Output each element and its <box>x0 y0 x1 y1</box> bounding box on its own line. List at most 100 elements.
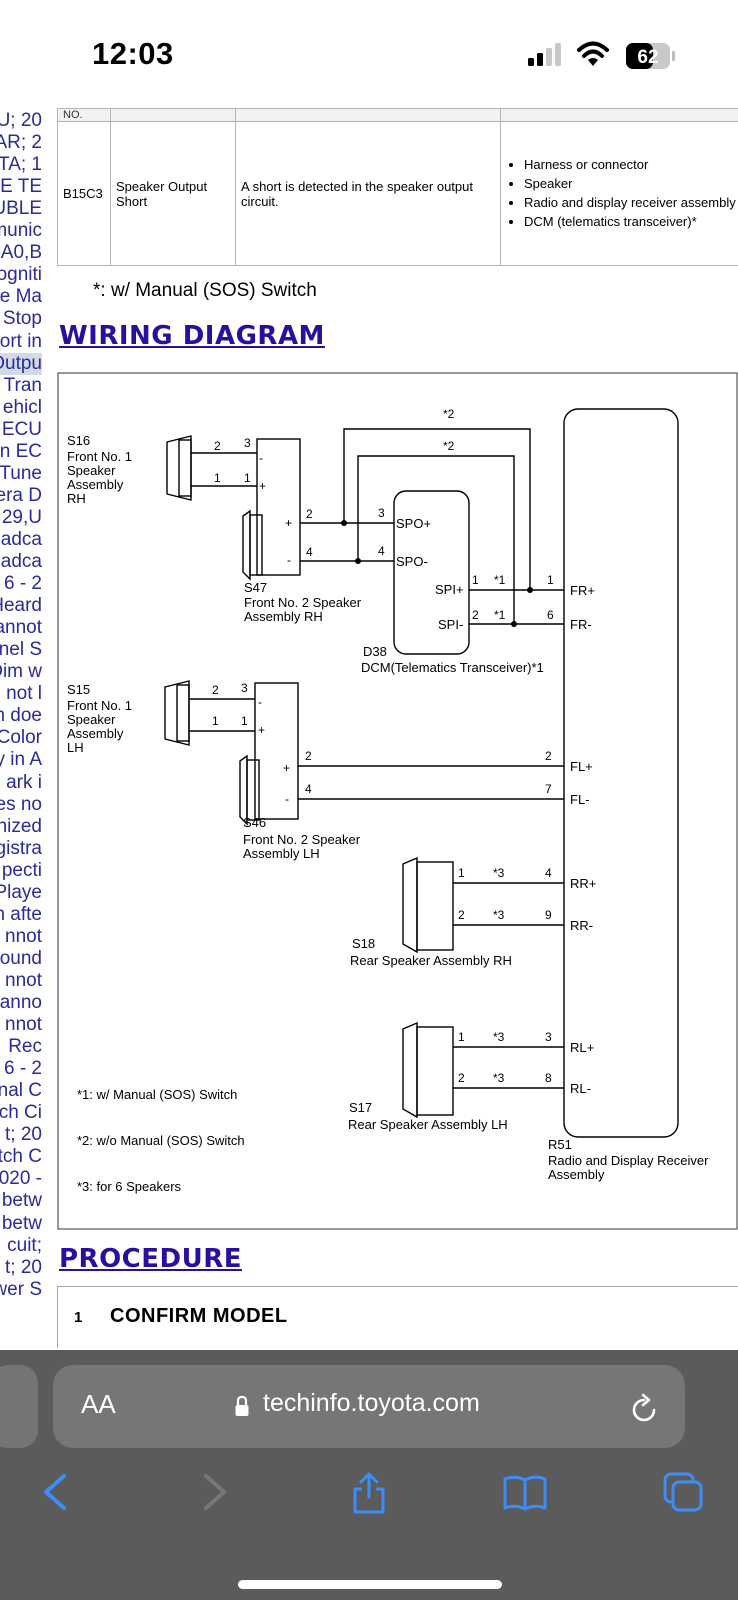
r51-receiver-box <box>563 408 679 1138</box>
sidebar-item[interactable]: nal C <box>0 1080 42 1102</box>
svg-text:4: 4 <box>305 782 312 796</box>
sidebar-item[interactable]: t betw <box>0 1212 42 1234</box>
sidebar-item[interactable]: ch Ci <box>0 1102 42 1124</box>
sidebar-item[interactable]: CU; 20 <box>0 110 42 131</box>
sidebar-item[interactable]: A0,B <box>0 242 42 264</box>
sidebar-item[interactable]: pecti <box>1 859 42 881</box>
wiring-diagram-heading[interactable]: WIRING DIAGRAM <box>59 321 325 351</box>
sidebar-item[interactable]: s Tran <box>0 374 42 396</box>
bookmarks-icon[interactable] <box>503 1470 547 1514</box>
sidebar-item[interactable]: y in A <box>0 749 42 771</box>
sidebar-item[interactable]: munic <box>0 220 42 242</box>
forward-icon[interactable] <box>192 1470 236 1514</box>
aa-label: AA <box>81 1389 116 1419</box>
address-bar[interactable]: AA techinfo.toyota.com <box>53 1365 685 1448</box>
mark-n2: *2 <box>443 407 455 421</box>
sidebar-item[interactable]: ECU <box>1 418 42 440</box>
battery-level: 62 <box>637 47 658 68</box>
sidebar-item[interactable]: es no <box>0 793 42 815</box>
reader-aa-button[interactable]: AA <box>81 1389 116 1420</box>
svg-text:1: 1 <box>241 714 248 728</box>
svg-text:+: + <box>259 479 266 493</box>
dtc-code: B15C3 <box>57 121 111 266</box>
svg-text:2: 2 <box>305 749 312 763</box>
svg-text:+: + <box>258 723 265 737</box>
sidebar-item[interactable]: nnot <box>5 925 42 947</box>
url-text[interactable]: techinfo.toyota.com <box>263 1389 480 1417</box>
sidebar-item[interactable]: not l <box>6 683 42 705</box>
previous-tab-preview[interactable] <box>0 1365 38 1448</box>
sidebar-item[interactable]: gistra <box>0 837 42 859</box>
tabs-icon[interactable] <box>661 1470 705 1514</box>
dtc-table-row: B15C3 Speaker Output Short A short is de… <box>57 121 738 266</box>
sidebar-item[interactable]: 29,U <box>1 506 42 528</box>
sidebar-item[interactable]: Outpu <box>0 352 42 375</box>
sidebar-item[interactable]: nized <box>0 815 42 837</box>
svg-text:-: - <box>259 451 263 465</box>
sidebar-item[interactable]: 6 - 2 <box>3 573 42 595</box>
sidebar-item[interactable]: Playe <box>0 881 42 903</box>
sidebar-item[interactable]: Tune <box>0 462 42 484</box>
s47-name-line: Assembly RH <box>244 609 323 624</box>
sidebar-item[interactable]: nnot <box>5 1014 42 1036</box>
svg-text:-: - <box>287 553 291 567</box>
sidebar-item[interactable]: oadca <box>0 551 42 572</box>
sidebar-item[interactable]: 6 - 2 <box>3 1058 42 1080</box>
wiring-diagram: S16 Front No. 1 Speaker Assembly RH S47 … <box>57 372 738 1230</box>
sidebar-item[interactable]: Heard <box>0 595 42 617</box>
sidebar-item[interactable]: ark i <box>6 771 42 793</box>
svg-text:9: 9 <box>545 908 552 922</box>
sidebar-item[interactable]: wer S <box>0 1278 42 1300</box>
svg-text:2: 2 <box>545 749 552 763</box>
sidebar-item[interactable]: on EC <box>0 440 42 462</box>
mark-n3: *3 <box>493 866 505 880</box>
sidebar-item[interactable]: n doe <box>0 705 42 727</box>
r51-pin: FR+ <box>570 583 595 598</box>
sidebar-item[interactable]: cuit; <box>7 1234 42 1256</box>
sidebar-item[interactable]: n afte <box>0 903 42 925</box>
dtc-condition: A short is detected in the speaker outpu… <box>235 121 501 266</box>
sidebar-item[interactable]: Rec <box>8 1036 42 1058</box>
sidebar-item[interactable]: t betw <box>0 1190 42 1212</box>
sidebar-item[interactable]: Dim w <box>0 661 42 683</box>
sidebar-item[interactable]: Stop <box>2 308 42 330</box>
sidebar-item[interactable]: ce Ma <box>0 286 42 308</box>
dtc-header-cell-blank <box>235 108 501 122</box>
svg-text:4: 4 <box>545 866 552 880</box>
sidebar-item[interactable]: nel S <box>0 639 42 661</box>
dtc-header-cell-blank <box>110 108 236 122</box>
d38-code: D38 <box>363 644 387 659</box>
sidebar-item[interactable]: UBLE <box>0 198 42 220</box>
dtc-name: Speaker Output Short <box>110 121 236 266</box>
sidebar-item[interactable]: 020 - <box>0 1168 42 1190</box>
sidebar-item[interactable]: tch C <box>0 1146 42 1168</box>
sidebar-item[interactable]: ehicl <box>2 396 42 418</box>
reload-icon[interactable] <box>627 1392 661 1426</box>
r51-pin: FR- <box>570 617 592 632</box>
home-indicator[interactable] <box>238 1580 502 1589</box>
sidebar-item[interactable]: AR; 2 <box>0 132 42 154</box>
sidebar-item[interactable]: ATA; 1 <box>0 154 42 176</box>
sidebar-item[interactable]: nnot <box>5 969 42 991</box>
sidebar-item[interactable]: ort in <box>0 330 42 352</box>
sidebar-item[interactable]: era D <box>0 484 42 506</box>
sidebar-item[interactable]: t; 20 <box>5 1256 42 1278</box>
share-icon[interactable] <box>347 1470 391 1514</box>
svg-text:3: 3 <box>378 506 385 520</box>
sidebar-item[interactable]: annot <box>0 617 42 639</box>
sidebar-item[interactable]: t; 20 <box>5 1124 42 1146</box>
svg-text:-: - <box>258 695 262 709</box>
sidebar-item[interactable]: VE TE <box>0 176 42 198</box>
sidebar-item[interactable]: Color <box>0 727 42 749</box>
mark-n3: *3 <box>493 1071 505 1085</box>
sidebar-item[interactable]: oadca <box>0 528 42 550</box>
s16-code: S16 <box>67 433 90 448</box>
r51-pin: RR+ <box>570 876 596 891</box>
s17-name: Rear Speaker Assembly LH <box>348 1117 508 1132</box>
sidebar-item[interactable]: ound <box>0 947 42 969</box>
sidebar-item[interactable]: ogniti <box>0 264 42 286</box>
procedure-heading[interactable]: PROCEDURE <box>59 1244 242 1274</box>
sidebar-item[interactable]: canno <box>0 992 42 1013</box>
back-icon[interactable] <box>34 1470 78 1514</box>
